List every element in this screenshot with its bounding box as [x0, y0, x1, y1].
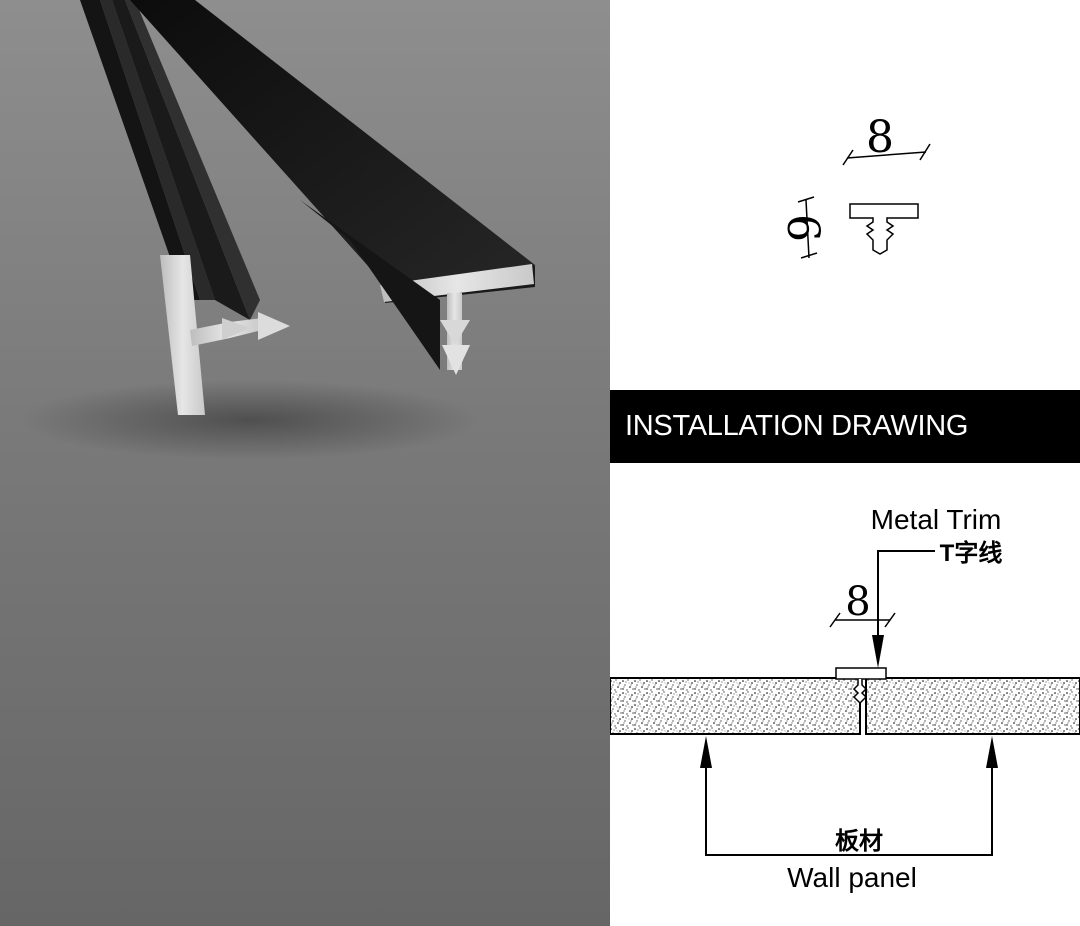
left-t-profile — [80, 0, 290, 415]
installation-drawing: Metal Trim T字线 8 板材 Wall panel — [610, 504, 1080, 893]
trim-leader-line — [877, 550, 935, 655]
product-photo — [0, 0, 610, 926]
dimension-drawing: 8 6 — [777, 112, 931, 259]
trim-label-cn: T字线 — [940, 539, 1003, 567]
right-panel: 8 6 INSTALLATION DRAWING — [610, 0, 1080, 926]
width-value: 8 — [866, 112, 894, 163]
trim-label-en: Metal Trim — [871, 504, 1002, 535]
right-t-profile — [130, 0, 535, 375]
height-dimension-line — [805, 199, 810, 259]
gap-value: 8 — [845, 579, 870, 625]
banner-title: INSTALLATION DRAWING — [625, 410, 969, 442]
wall-panel-right — [865, 677, 1080, 735]
t-profile-section — [849, 203, 919, 255]
section-banner: INSTALLATION DRAWING — [610, 390, 1080, 463]
height-value: 6 — [777, 214, 828, 242]
width-dimension-line — [846, 151, 927, 159]
installed-t-trim — [835, 667, 887, 705]
floor-shadow — [20, 380, 480, 460]
trim-leader-arrow — [872, 635, 884, 668]
wall-panel-left — [610, 677, 861, 735]
panel-label-cn: 板材 — [835, 828, 883, 855]
panel-label-en: Wall panel — [787, 862, 917, 893]
